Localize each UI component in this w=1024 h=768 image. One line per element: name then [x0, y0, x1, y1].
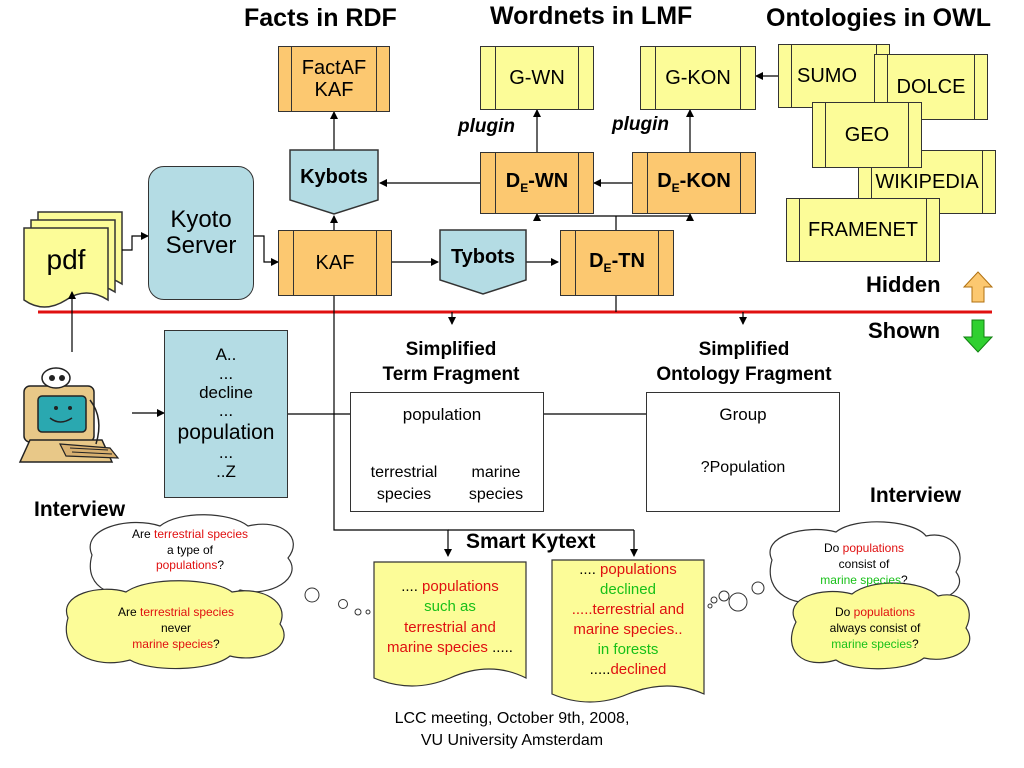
text-list-item: A..: [215, 345, 237, 365]
cloud-right-bottom-text: Do populations always consist of marine …: [829, 605, 921, 652]
footer-line-2: VU University Amsterdam: [420, 732, 604, 750]
g-kon-box: G-KON: [640, 46, 756, 110]
framenet-label: FRAMENET: [808, 219, 918, 241]
text-list-item: decline: [199, 382, 253, 402]
kybots-label: Kybots: [300, 166, 368, 188]
tybots-shape: [439, 229, 527, 295]
title-facts-in-rdf: Facts in RDF: [244, 4, 397, 32]
term-root-label: population: [402, 405, 482, 424]
onto-fragment-box: [646, 392, 840, 512]
server-label: Server: [165, 232, 237, 259]
title-ontologies-in-owl: Ontologies in OWL: [766, 4, 991, 32]
interview-label-left: Interview: [34, 498, 126, 521]
text-list-box: A.. ... decline ... population ... ..Z: [164, 330, 288, 498]
title-wordnets-in-lmf: Wordnets in LMF: [490, 2, 693, 30]
onto-child-label: ?Population: [700, 459, 786, 476]
smart-kytext-label: Smart Kytext: [466, 530, 596, 553]
de-wn-box: DE-WN: [480, 152, 594, 214]
pdf-document-stack: [23, 211, 123, 308]
wikipedia-label: WIKIPEDIA: [875, 171, 979, 193]
g-wn-box: G-WN: [480, 46, 594, 110]
de-kon-box: DE-KON: [632, 152, 756, 214]
footer-text: LCC meeting, October 9th, 2008, VU Unive…: [312, 708, 712, 753]
de-tn-label: DE-TN: [589, 250, 645, 276]
plugin-label-wn: plugin: [458, 116, 515, 137]
de-wn-label: DE-WN: [505, 170, 569, 196]
g-kon-label: G-KON: [665, 67, 731, 89]
kaf-label: KAF: [315, 252, 355, 274]
hidden-label: Hidden: [866, 272, 941, 297]
interview-label-right: Interview: [870, 484, 962, 507]
de-kon-label: DE-KON: [657, 170, 731, 196]
dolce-label: DOLCE: [896, 76, 966, 98]
cloud-right-top-text: Do populations consist of marine species…: [820, 541, 908, 588]
kybots-shape: [289, 149, 379, 215]
cloud-left-bottom-text: Are terrestrial species never marine spe…: [117, 605, 235, 652]
text-list-item: ...: [218, 401, 234, 421]
shown-label: Shown: [868, 318, 941, 343]
sumo-box: SUMO: [778, 44, 890, 108]
term-fragment-box: [350, 392, 544, 512]
geo-label: GEO: [844, 124, 890, 146]
cloud-left-top-text: Are terrestrial species a type of popula…: [131, 527, 249, 573]
onto-root-label: Group: [719, 405, 767, 424]
framenet-box: FRAMENET: [786, 198, 940, 262]
tybots-label: Tybots: [450, 246, 516, 268]
geo-box: GEO: [812, 102, 922, 168]
plugin-label-kon: plugin: [612, 114, 669, 135]
hidden-up-arrow: [962, 271, 994, 303]
shown-down-arrow: [962, 319, 994, 353]
sumo-label: SUMO: [797, 65, 857, 87]
de-tn-box: DE-TN: [560, 230, 674, 296]
factaf-label: FactAF: [301, 57, 367, 79]
cloud-left-bottom-shape: [65, 580, 285, 670]
footer-line-1: LCC meeting, October 9th, 2008,: [394, 710, 630, 727]
kaf-box: KAF: [278, 230, 392, 296]
factaf-kaf-label: KAF: [314, 79, 354, 101]
document-1-shape: [373, 561, 527, 687]
text-list-item: population: [177, 421, 275, 445]
kyoto-label: Kyoto: [170, 205, 232, 233]
text-list-item: ..Z: [216, 461, 236, 481]
text-list-item: ...: [218, 443, 234, 463]
cloud-right-bottom-shape: [790, 582, 971, 670]
pdf-label: pdf: [46, 244, 86, 275]
g-wn-label: G-WN: [509, 67, 565, 89]
computer-user-icon: [18, 367, 120, 463]
document-1-text: .... populations such as terrestrial and…: [387, 578, 513, 656]
text-list-item: ...: [218, 364, 234, 384]
document-2-shape: [551, 559, 705, 703]
document-2-text: .... populations declined .....terrestri…: [571, 561, 685, 678]
